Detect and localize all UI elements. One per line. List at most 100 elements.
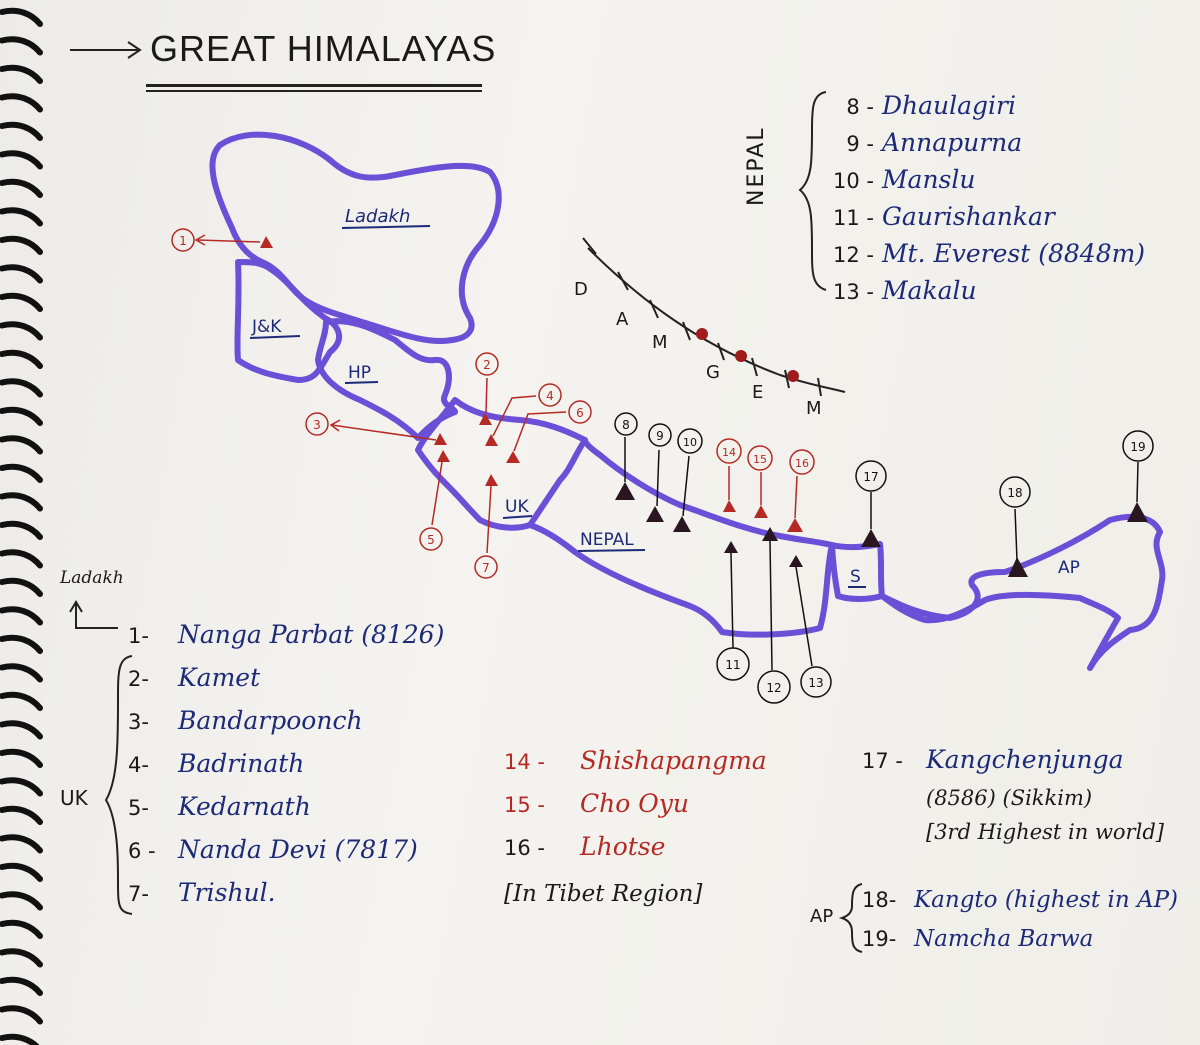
spiral-ring	[0, 606, 43, 626]
list-item: 16 -Lhotse	[504, 832, 666, 861]
region-label-uk: UK	[505, 497, 529, 517]
ap-peak-list: 18-Kangto (highest in AP) 19-Namcha Barw…	[862, 880, 1178, 958]
kangchenjunga-name: Kangchenjunga	[926, 745, 1124, 774]
peak-15-label: 15	[753, 453, 767, 466]
spiral-ring	[0, 748, 43, 768]
peak-10-label: 10	[683, 436, 697, 449]
spiral-ring	[0, 520, 43, 540]
region-label-nepal: NEPAL	[580, 530, 634, 550]
peak-12-label: 12	[766, 681, 781, 695]
spiral-ring	[0, 948, 43, 968]
peak-3-icon	[434, 433, 447, 445]
peak-11-icon	[724, 541, 738, 553]
peak-13-icon	[789, 555, 803, 567]
region-label-sikkim: S	[850, 567, 861, 587]
west-peak-list: 1-Nanga Parbat (8126) 2-Kamet 3-Bandarpo…	[128, 614, 444, 915]
spiral-ring	[0, 7, 43, 27]
spiral-ring	[0, 720, 43, 740]
uk-list-brace	[104, 655, 133, 915]
spiral-ring	[0, 862, 43, 882]
peak-6-icon	[506, 451, 520, 463]
mnemonic-m1: M	[652, 332, 668, 353]
list-item: 7-Trishul.	[128, 878, 276, 907]
region-label-ladakh: Ladakh	[345, 206, 410, 227]
list-item: 18-Kangto (highest in AP)	[862, 887, 1179, 913]
spiral-ring	[0, 378, 43, 398]
spiral-ring	[0, 264, 43, 284]
peak-9-label: 9	[656, 429, 664, 443]
spiral-ring	[0, 919, 43, 939]
mnemonic-dot	[735, 350, 747, 362]
spiral-ring	[0, 976, 43, 996]
list-item: 10 - Manslu	[833, 165, 976, 194]
spiral-ring	[0, 406, 43, 426]
ladakh-side-label: Ladakh	[60, 568, 124, 588]
peak-11-label: 11	[725, 658, 740, 672]
kangchenjunga-note: [3rd Highest in world]	[926, 820, 1164, 844]
peak-18-label: 18	[1007, 486, 1022, 500]
spiral-ring	[0, 777, 43, 797]
mnemonic-dot	[787, 370, 799, 382]
spiral-ring	[0, 121, 43, 141]
title-arrow-icon	[70, 41, 142, 59]
list-item: 19-Namcha Barwa	[862, 926, 1094, 952]
spiral-ring	[0, 463, 43, 483]
peak-5-icon	[437, 450, 450, 462]
peak-16-label: 16	[795, 457, 809, 470]
nepal-list-group-label: NEPAL	[744, 126, 769, 206]
list-item: 3-Bandarpoonch	[128, 706, 363, 735]
list-item: 9 - Annapurna	[846, 128, 1023, 157]
ap-side-label: AP	[810, 906, 834, 927]
ladakh-outline	[209, 131, 502, 344]
spiral-ring	[0, 549, 43, 569]
list-item: 8 - Dhaulagiri	[846, 91, 1016, 120]
ap-outline	[879, 513, 1166, 671]
list-item: 1-Nanga Parbat (8126)	[128, 620, 445, 649]
jk-outline	[234, 259, 342, 383]
peak-7-icon	[485, 474, 498, 486]
spiral-ring	[0, 1005, 43, 1025]
peak-2-icon	[479, 413, 492, 425]
spiral-ring	[0, 435, 43, 455]
hp-outline	[315, 318, 458, 441]
list-item: 2-Kamet	[128, 663, 261, 692]
peak-14-label: 14	[722, 446, 736, 459]
nepal-list-brace	[798, 91, 827, 291]
spiral-ring	[0, 150, 43, 170]
list-item: 14 -Shishapangma	[504, 746, 767, 775]
peak-4-label: 4	[546, 389, 554, 403]
list-item: 12 - Mt. Everest (8848m)	[833, 239, 1146, 268]
title-underline	[146, 84, 482, 87]
spiral-ring	[0, 64, 43, 84]
list-item: 6 -Nanda Devi (7817)	[128, 835, 418, 864]
mnemonic-dot	[696, 328, 708, 340]
peak-15-icon	[754, 505, 768, 518]
spiral-ring	[0, 1033, 40, 1045]
spiral-ring	[0, 93, 43, 113]
ladakh-corner-arrow-icon	[75, 604, 118, 629]
mnemonic-d: D	[574, 279, 588, 300]
list-item: 15 -Cho Oyu	[504, 789, 689, 818]
peak-17-icon	[861, 529, 881, 547]
region-label-hp: HP	[348, 363, 371, 383]
tibet-peak-list: 14 -Shishapangma 15 -Cho Oyu 16 -Lhotse …	[504, 740, 767, 919]
peak-7-label: 7	[482, 561, 490, 575]
region-label-ap: AP	[1058, 558, 1080, 578]
mnemonic-e: E	[752, 382, 763, 403]
peak-19-label: 19	[1130, 440, 1145, 454]
spiral-ring	[0, 492, 43, 512]
list-item: 4-Badrinath	[128, 749, 305, 778]
peak-16-icon	[787, 518, 803, 532]
peak-10-icon	[673, 516, 691, 532]
spiral-ring	[0, 891, 43, 911]
title-underline-double	[146, 90, 482, 92]
mnemonic-g: G	[706, 362, 720, 383]
spiral-ring	[0, 577, 43, 597]
peak-6-label: 6	[576, 406, 584, 420]
spiral-ring	[0, 178, 43, 198]
peak-14-icon	[723, 500, 736, 512]
list-item: 5-Kedarnath	[128, 792, 311, 821]
peak-8-label: 8	[622, 418, 630, 432]
peak-4-icon	[485, 434, 498, 446]
